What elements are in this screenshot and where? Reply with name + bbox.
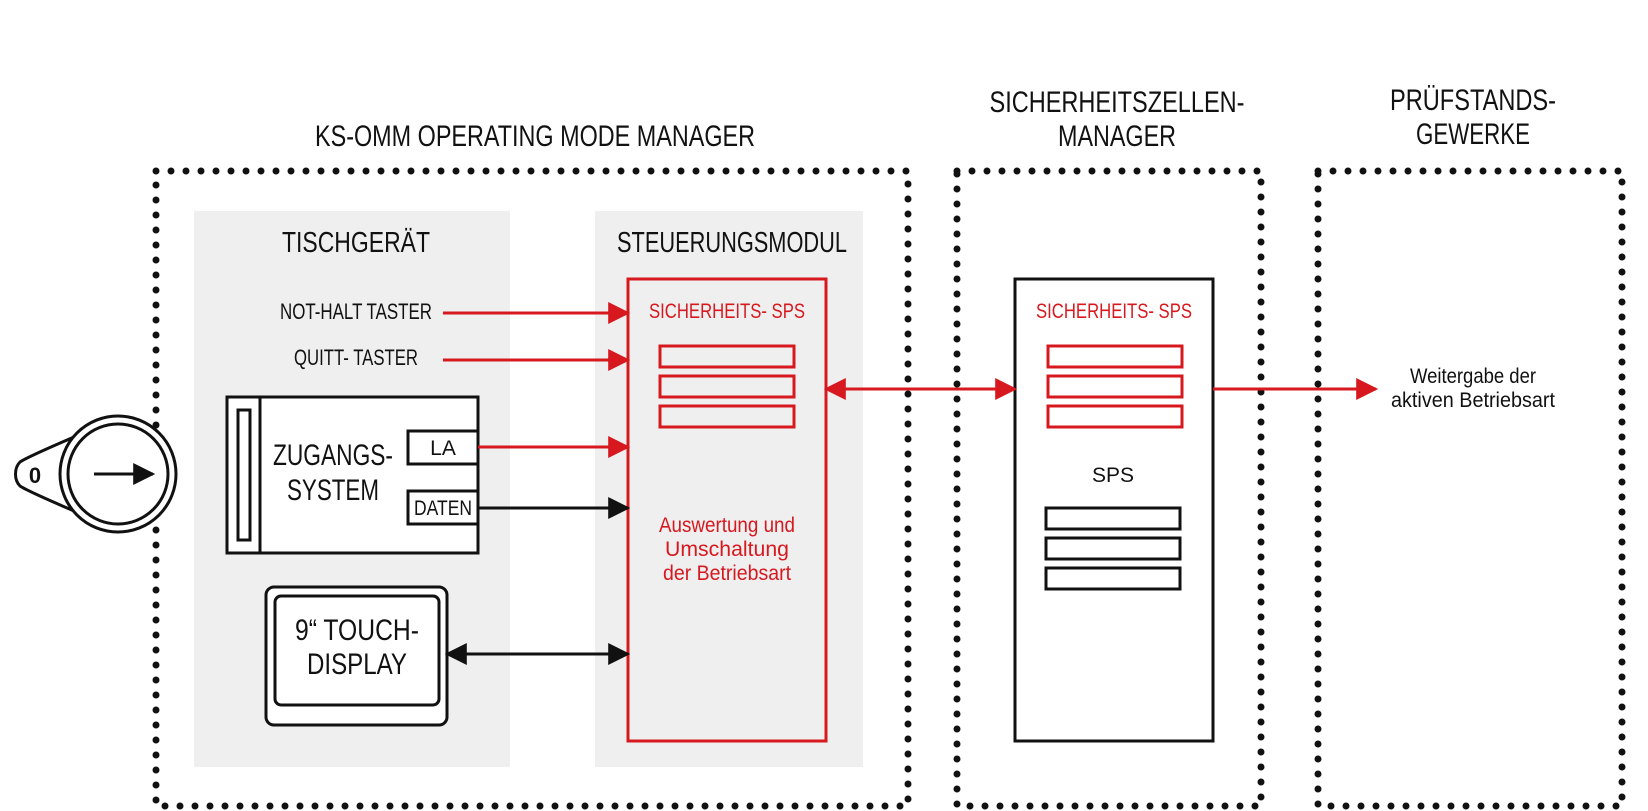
key-fob: 0: [14, 414, 178, 534]
zugang-label-line1: ZUGANGS-: [273, 439, 393, 472]
zugangssystem-device: ZUGANGS- SYSTEM LA DATEN: [225, 395, 480, 555]
not-halt-label: NOT-HALT TASTER: [280, 299, 432, 324]
pg-boundary: [1314, 167, 1626, 810]
key-label: 0: [29, 463, 41, 488]
output-label-line2: aktiven Betriebsart: [1391, 389, 1555, 412]
daten-label: DATEN: [414, 497, 472, 520]
sps-module-bar: [658, 404, 796, 429]
tischgeraet-heading: TISCHGERÄT: [282, 227, 430, 259]
plain-sps-bar: [1044, 566, 1182, 591]
touch-label-line1: 9“ TOUCH-: [295, 614, 419, 647]
steuerungsmodul-desc-line2: Umschaltung: [665, 538, 789, 561]
steuerungsmodul-desc-line3: der Betriebsart: [663, 562, 791, 585]
plain-sps-bar: [1044, 506, 1182, 531]
omm-title: KS-OMM OPERATING MODE MANAGER: [315, 120, 755, 153]
touch-display-device: 9“ TOUCH- DISPLAY: [264, 585, 449, 727]
daten-port: [406, 489, 480, 526]
plain-sps-label: SPS: [1092, 464, 1134, 487]
output-label-line1: Weitergabe der: [1410, 365, 1536, 388]
safety-sps-bar: [1046, 404, 1184, 429]
sps-module-bar: [658, 344, 796, 369]
steuerungsmodul-heading: STEUERUNGSMODUL: [617, 227, 847, 259]
la-label: LA: [430, 437, 456, 460]
steuerungsmodul-sps-label: SICHERHEITS- SPS: [649, 300, 805, 323]
sps-module-bar: [658, 374, 796, 399]
quitt-label: QUITT- TASTER: [294, 345, 418, 370]
zugang-label-line2: SYSTEM: [287, 474, 379, 507]
steuerungsmodul-panel: [595, 211, 863, 767]
plain-sps-bar: [1044, 536, 1182, 561]
zellenmanager-sps-label: SICHERHEITS- SPS: [1036, 300, 1192, 323]
scm-boundary: [953, 167, 1265, 810]
safety-sps-bar: [1046, 374, 1184, 399]
pg-title-line2: GEWERKE: [1416, 118, 1530, 151]
pg-title-line1: PRÜFSTANDS-: [1390, 84, 1556, 117]
scm-title-line2: MANAGER: [1058, 120, 1176, 153]
touch-label-line2: DISPLAY: [307, 648, 407, 681]
steuerungsmodul-desc-line1: Auswertung und: [659, 514, 795, 537]
safety-sps-bar: [1046, 344, 1184, 369]
scm-title-line1: SICHERHEITSZELLEN-: [990, 86, 1245, 119]
